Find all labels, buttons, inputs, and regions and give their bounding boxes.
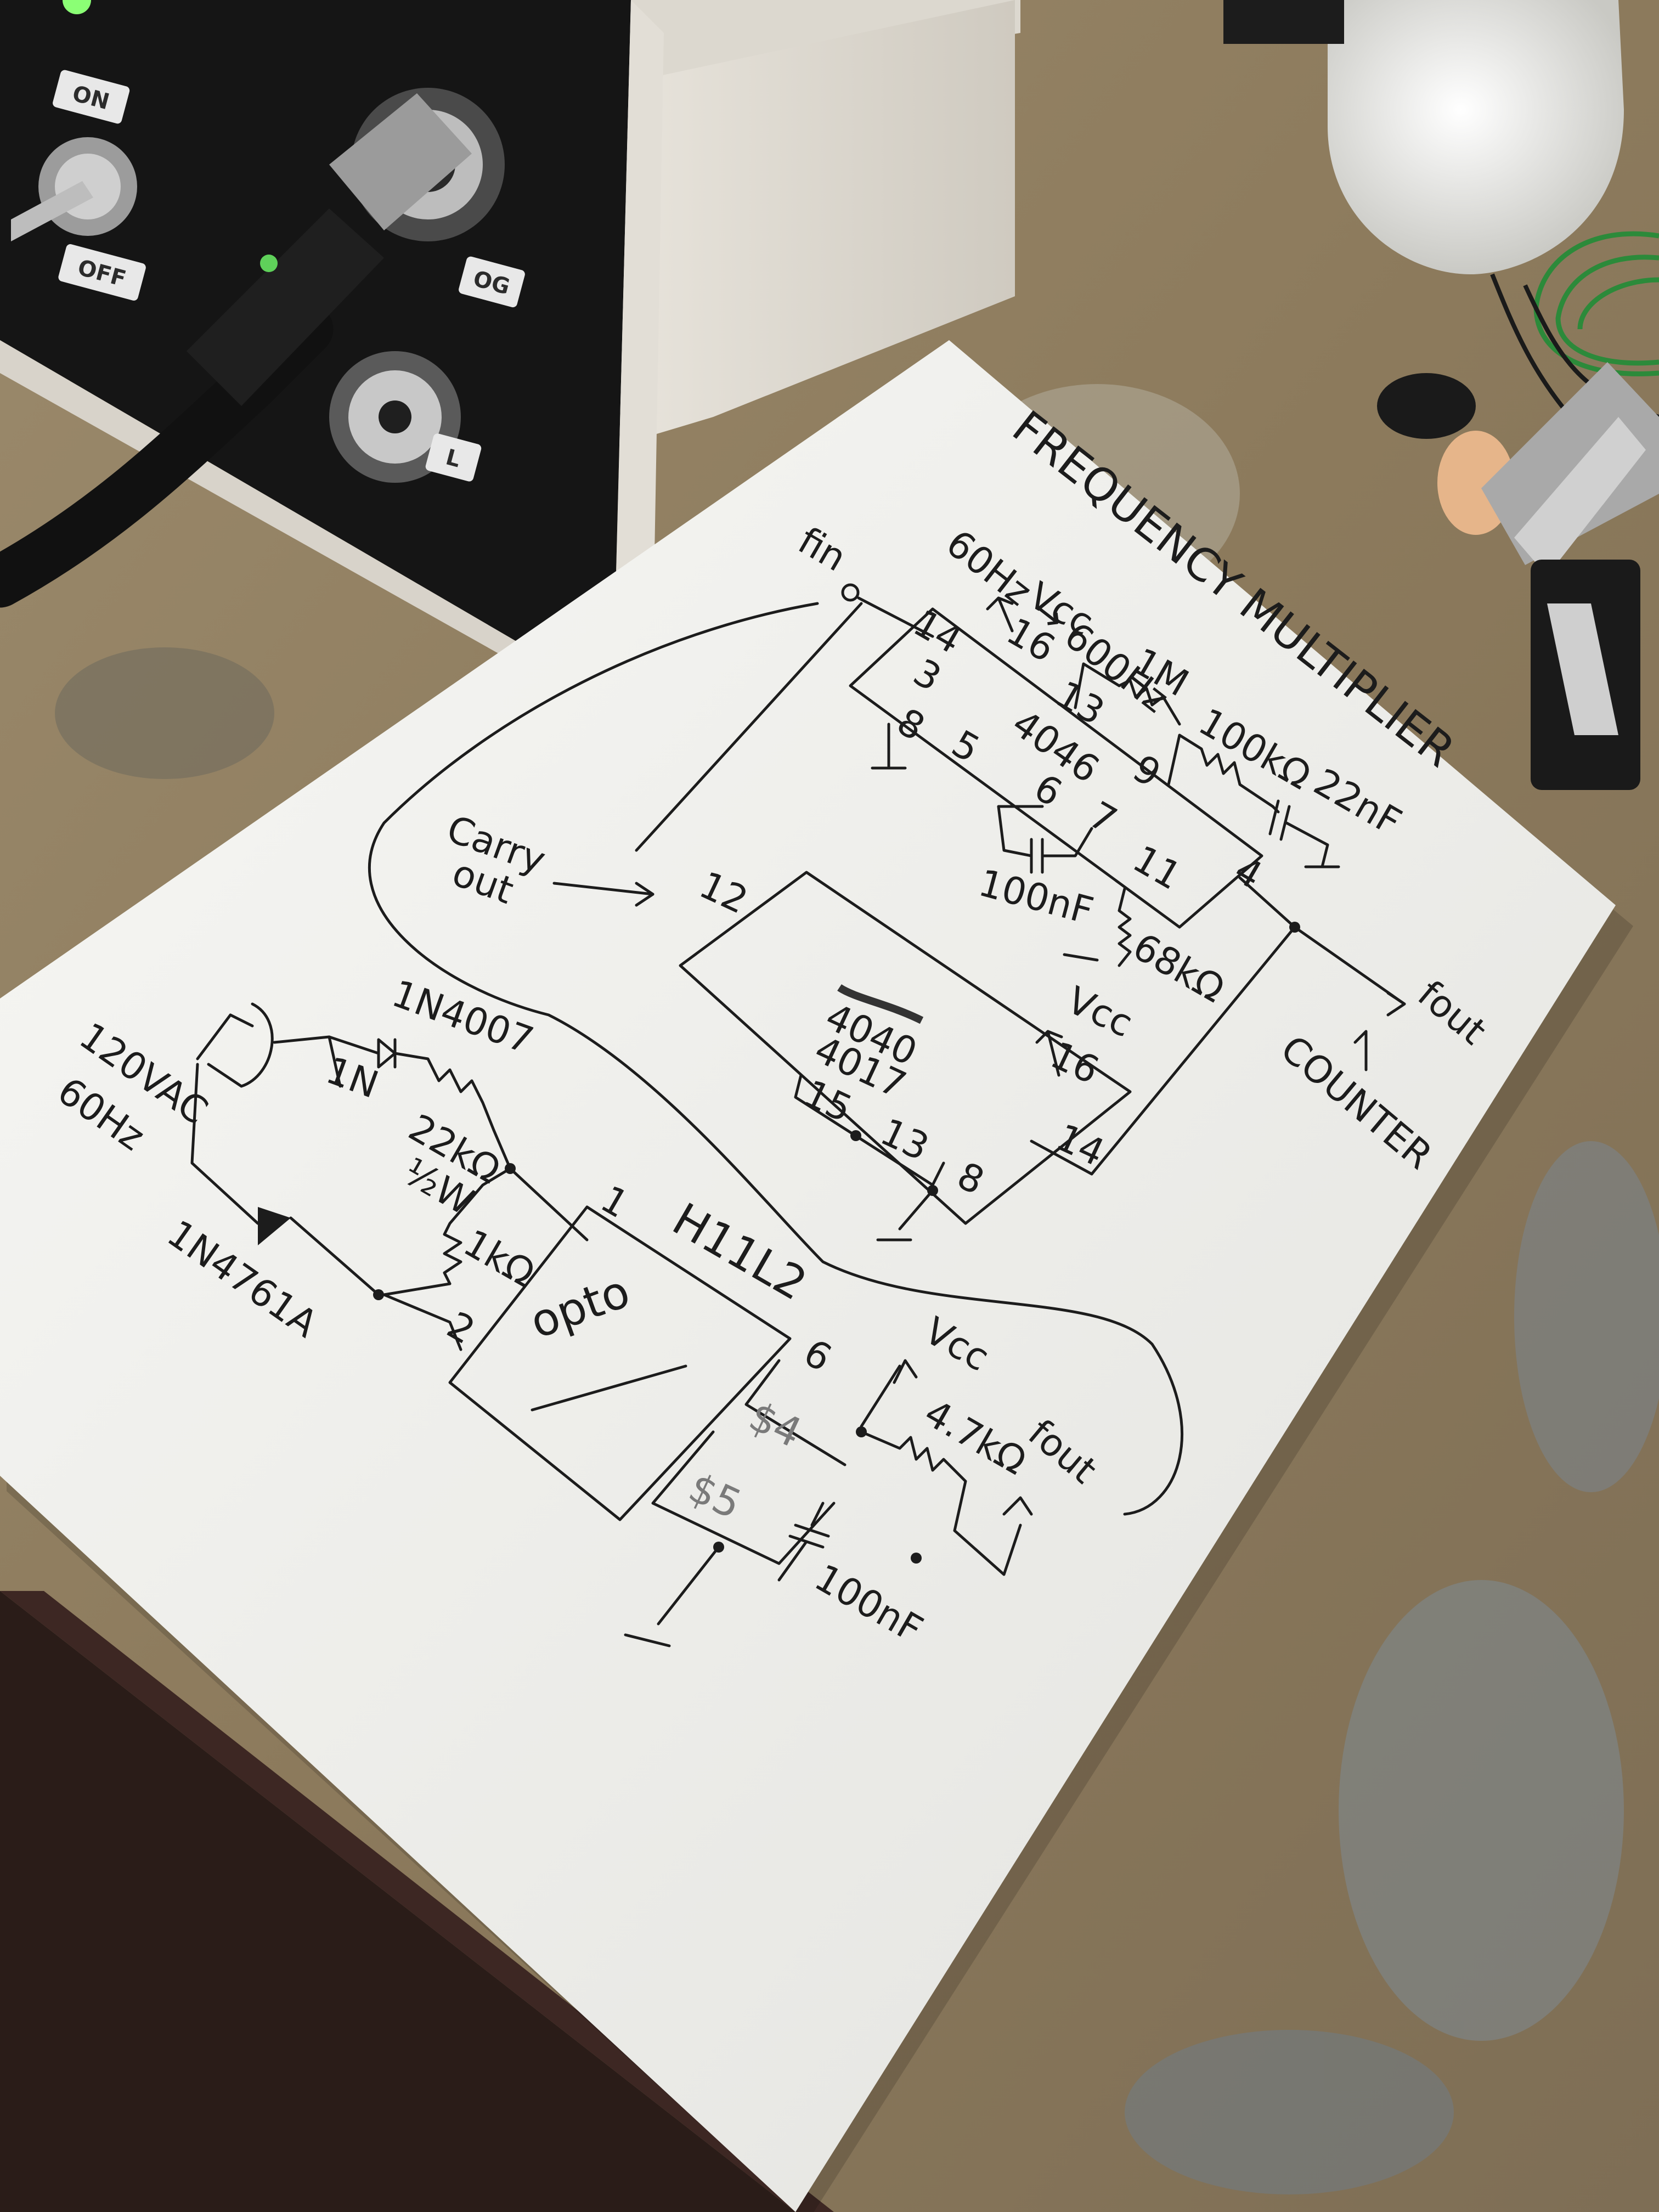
arrow-fout-lower	[1002, 1496, 1033, 1516]
on-label-plate	[53, 70, 130, 124]
wire-feedback-4017-4046	[635, 602, 863, 852]
off-label-plate	[58, 244, 146, 301]
wire-plug-to-zener	[190, 1063, 259, 1225]
vcc-4046-wire	[997, 596, 1014, 633]
wire-22n-ground	[1285, 821, 1329, 868]
opto-slash	[531, 1364, 687, 1412]
opto-inner-box-bottom	[651, 1430, 836, 1565]
wire-100n-b	[1041, 827, 1093, 857]
device-bezel	[527, 0, 664, 664]
cable-boot	[187, 208, 384, 406]
chip-4017-pin-box	[794, 1074, 945, 1187]
ground-lower	[624, 1633, 671, 1647]
wire-1k-to-node	[382, 1282, 462, 1351]
device-side	[603, 0, 1015, 450]
wire-cap-lower-a	[810, 1502, 825, 1527]
arrow-fout-upper	[1386, 991, 1406, 1017]
carry-out-arrow	[552, 882, 654, 896]
coax-cable	[0, 303, 334, 608]
resistor-22k	[393, 1052, 495, 1132]
wire-4017-ground	[898, 1189, 934, 1231]
zener-diode	[258, 1207, 291, 1245]
enclosing-loop	[368, 602, 1184, 1516]
power-toggle-switch[interactable]	[11, 137, 137, 241]
resistor-1k	[443, 1167, 512, 1285]
wire-1m	[1074, 662, 1121, 709]
opto-body	[448, 1205, 792, 1521]
cap-22n-plate-a	[1268, 799, 1280, 836]
light-bulb	[1223, 0, 1624, 274]
diode-1n4007	[377, 1038, 397, 1069]
resistor-4k7	[860, 1430, 1022, 1576]
resistor-68k	[1118, 887, 1132, 967]
junction-4k7	[911, 1553, 922, 1564]
resistor-1m	[1118, 679, 1181, 726]
connector-label-plate-top	[459, 256, 525, 308]
chip-4017-body	[679, 871, 1132, 1225]
wire-cap-lower-b	[777, 1540, 808, 1582]
wire-fin-to-4046	[857, 596, 934, 638]
wire-ground-lower	[657, 1545, 720, 1626]
vcc-4017-arrow	[1035, 1030, 1063, 1044]
wire-100n-a	[997, 805, 1044, 857]
bench-edge-strip	[0, 1591, 834, 2212]
strike-through-4040	[837, 984, 924, 1024]
input-terminal	[841, 583, 860, 602]
carry-out-arrowhead	[635, 882, 654, 907]
arrow-counter	[1353, 1030, 1368, 1071]
bnc-connector-bottom[interactable]	[329, 351, 461, 483]
device-bottom-lip	[0, 340, 527, 669]
power-led	[63, 0, 91, 14]
resistor-100k	[1167, 733, 1274, 808]
opto-inner-box-top	[744, 1359, 847, 1466]
alligator-clip-stand	[1481, 362, 1659, 790]
connector-label-plate-bottom	[425, 433, 482, 482]
plug-prong-a	[196, 1013, 254, 1060]
cable-plug-metal	[329, 93, 472, 230]
vcc-opto-wire	[860, 1364, 901, 1428]
cap-lower-plate-a	[794, 1523, 830, 1538]
wire-zener-node	[289, 1216, 380, 1296]
wire-pin14-to-4046	[1030, 926, 1296, 1176]
plug-body	[207, 1002, 274, 1088]
function-generator: ON OFF OG L	[0, 0, 1020, 669]
paper-sheet	[0, 340, 1616, 2212]
rubber-foot	[1377, 373, 1476, 439]
vcc-4017-wire	[1046, 1030, 1060, 1077]
status-led	[260, 255, 278, 272]
chip-4046-body	[849, 607, 1263, 929]
ground-68k	[1063, 953, 1099, 962]
vcc-4046-arrow	[986, 596, 1014, 611]
wire-to-diode	[328, 1035, 380, 1055]
vcc-opto-arrow	[893, 1359, 918, 1384]
junction-pin13	[850, 1130, 861, 1141]
